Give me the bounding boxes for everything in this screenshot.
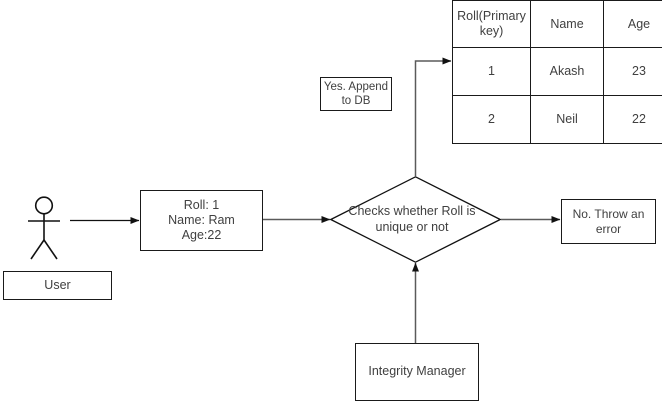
integrity-manager-text: Integrity Manager	[368, 364, 466, 379]
decision-label-text: Checks whether Roll is unique or not	[348, 204, 476, 234]
record-input-box[interactable]: Roll: 1 Name: Ram Age:22	[140, 190, 263, 251]
throw-error-text: No. Throw an error	[572, 206, 645, 236]
table-header-row: Roll(Primary key) Name Age	[452, 0, 662, 48]
table-row[interactable]: 2 Neil 22	[452, 95, 662, 144]
table-cell-age: 22	[603, 95, 662, 144]
diamond-shape-icon	[330, 176, 501, 263]
table-header-age: Age	[603, 0, 662, 48]
integrity-manager-box[interactable]: Integrity Manager	[355, 343, 479, 401]
table-cell-name: Akash	[530, 47, 604, 96]
table-row[interactable]: 1 Akash 23	[452, 47, 662, 96]
table-header-roll: Roll(Primary key)	[452, 0, 531, 48]
table-cell-roll: 1	[452, 47, 531, 96]
edge-decision-to-table	[414, 57, 452, 176]
actor-label-box: User	[3, 271, 112, 300]
table-cell-name: Neil	[530, 95, 604, 144]
edge-label-yes-append: Yes. Append to DB	[320, 77, 392, 111]
actor-user[interactable]	[20, 190, 70, 265]
actor-label-text: User	[44, 277, 71, 292]
edge-label-yes-text: Yes. Append to DB	[323, 80, 389, 107]
table-header-name: Name	[530, 0, 604, 48]
throw-error-box[interactable]: No. Throw an error	[561, 199, 656, 244]
table-cell-roll: 2	[452, 95, 531, 144]
record-input-text: Roll: 1 Name: Ram Age:22	[168, 197, 235, 243]
database-table[interactable]: Roll(Primary key) Name Age 1 Akash 23 2 …	[452, 0, 662, 144]
stick-figure-actor-icon	[28, 196, 60, 260]
decision-check-roll-unique[interactable]: Checks whether Roll is unique or not	[330, 176, 501, 263]
table-cell-age: 23	[603, 47, 662, 96]
